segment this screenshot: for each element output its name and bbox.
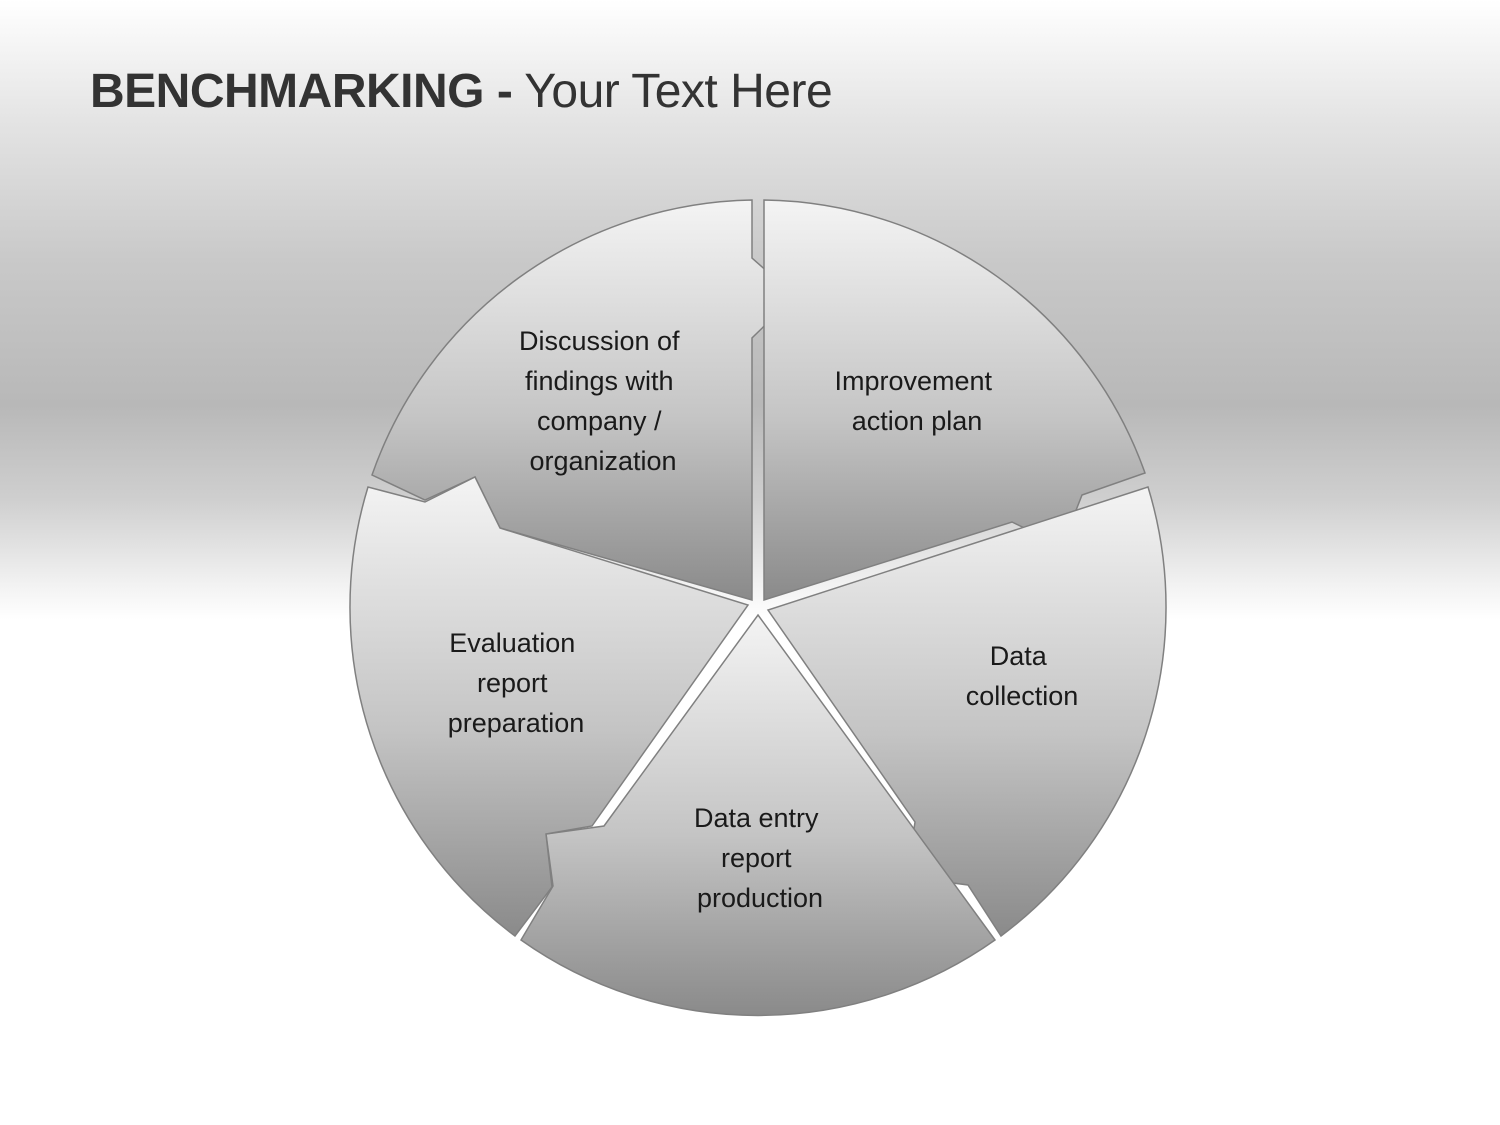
segment-label-line: Evaluation <box>449 628 575 658</box>
segment-label-line: report <box>721 843 792 873</box>
segment-label-line: Data entry <box>694 803 819 833</box>
cycle-segment-data-entry: Data entry report production <box>520 613 997 1017</box>
segment-label-line: Data <box>990 641 1048 671</box>
segment-label-line: production <box>697 883 823 913</box>
cycle-segment-improvement: Improvement action plan <box>763 199 1146 602</box>
segment-label-line: findings with <box>525 366 674 396</box>
cycle-segment-evaluation: Evaluation report preparation <box>349 475 750 938</box>
segment-label-data-collection: Data collection <box>966 641 1079 711</box>
cycle-segment-discussion: Discussion of findings with company / or… <box>371 199 797 601</box>
segment-label-line: Improvement <box>834 366 992 396</box>
segment-label-line: action plan <box>852 406 983 436</box>
title-regular: Your Text Here <box>512 65 833 118</box>
title-bold: BENCHMARKING - <box>90 65 513 118</box>
segment-label-data-entry: Data entry report production <box>694 803 826 913</box>
cycle-segment-data-collection: Data collection <box>766 486 1167 938</box>
segment-label-line: preparation <box>448 708 585 738</box>
segment-label-line: report <box>477 668 548 698</box>
segment-label-discussion: Discussion of findings with company / or… <box>519 326 687 476</box>
segment-label-improvement: Improvement action plan <box>834 366 999 436</box>
page-title: BENCHMARKING - Your Text Here <box>90 62 833 122</box>
segment-label-line: company / <box>537 406 662 436</box>
segment-label-evaluation: Evaluation report preparation <box>448 628 585 738</box>
segment-label-line: Discussion of <box>519 326 680 356</box>
segment-label-line: organization <box>529 446 676 476</box>
segment-label-line: collection <box>966 681 1079 711</box>
